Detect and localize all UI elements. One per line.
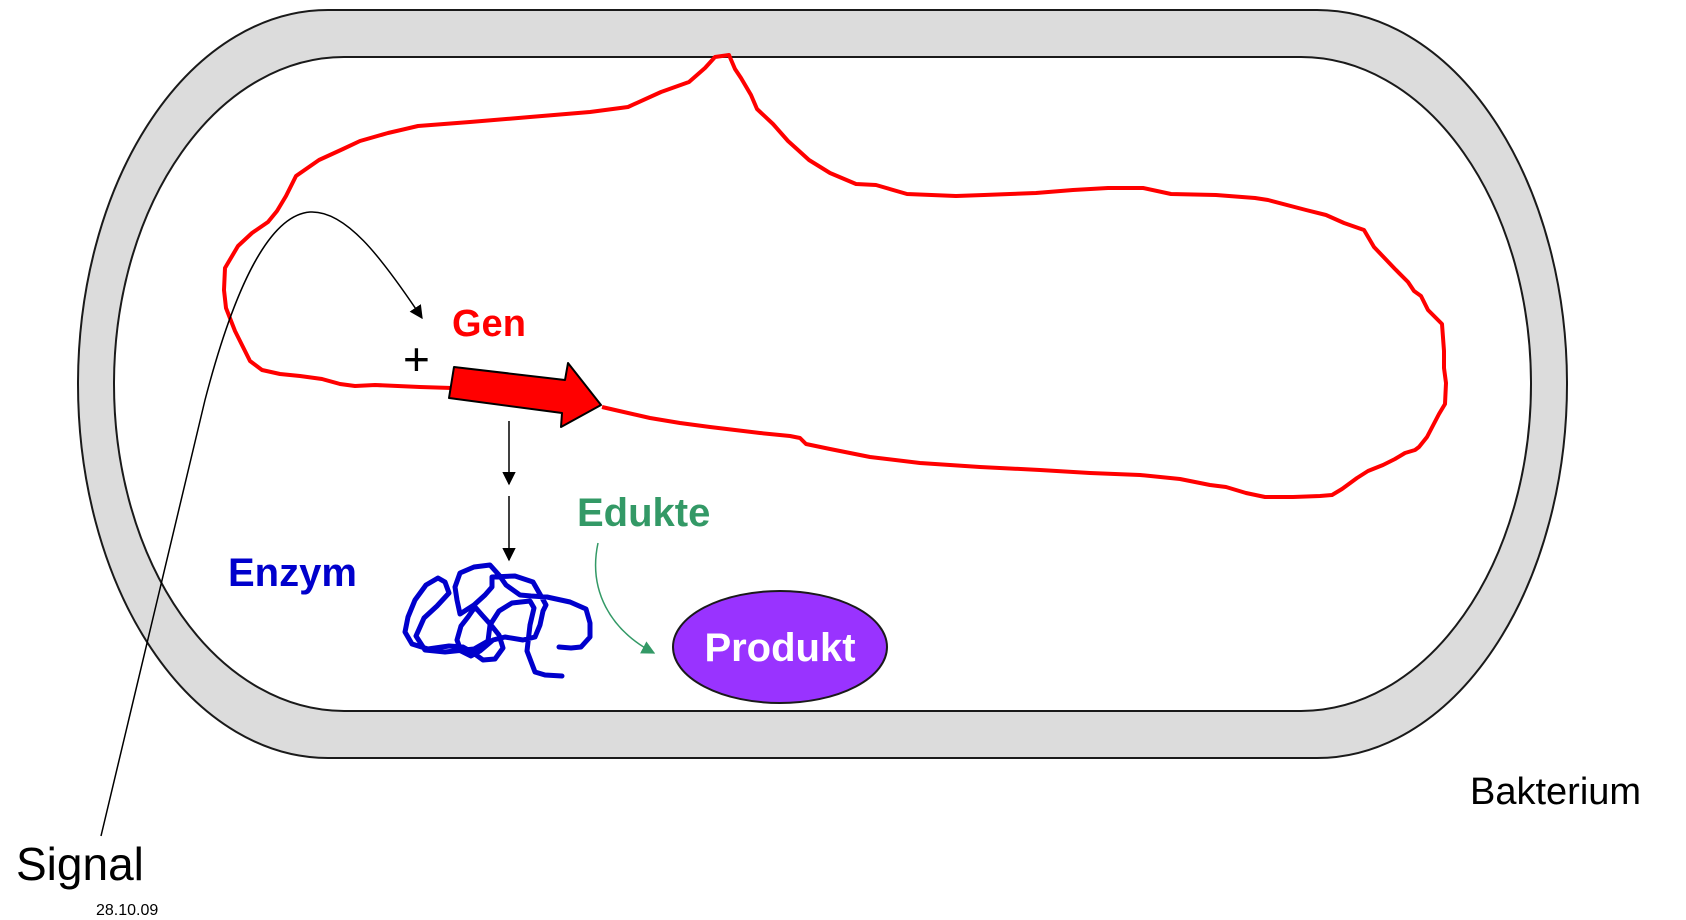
enzyme-label: Enzym: [228, 551, 357, 595]
date-label: 28.10.09: [96, 902, 158, 919]
bacterium-label: Bakterium: [1470, 771, 1641, 813]
signal-arrow: [100, 211, 423, 837]
dna-loop: [222, 53, 1448, 499]
cell-interior: [113, 56, 1532, 712]
enzyme-coil: [402, 562, 593, 679]
gene-arrow: [448, 362, 602, 428]
educts-label: Edukte: [577, 491, 710, 535]
signal-label: Signal: [16, 838, 144, 890]
product-label: Produkt: [704, 626, 855, 670]
gene-label: Gen: [452, 303, 526, 345]
reaction-arrow: [594, 542, 656, 654]
activator-plus: +: [403, 333, 430, 385]
product-ellipse: [672, 590, 888, 704]
